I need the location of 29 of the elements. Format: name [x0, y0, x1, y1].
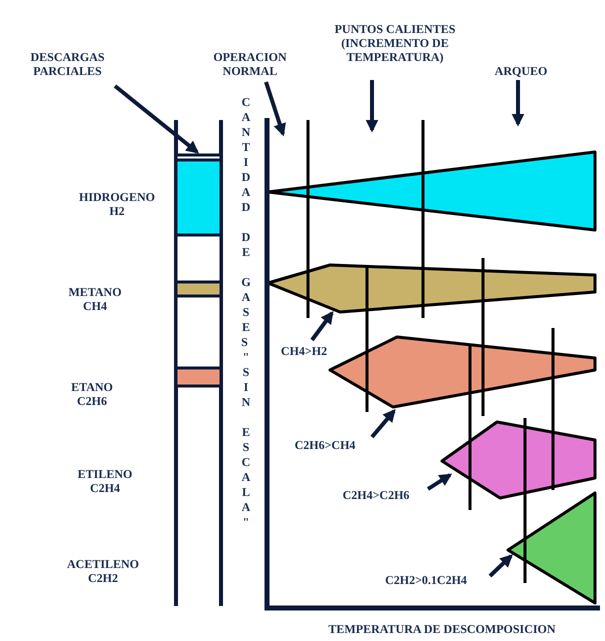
annotation-label: DESCARGAS PARCIALES — [20, 50, 115, 78]
gas-triangle — [266, 150, 596, 232]
arrow — [366, 80, 378, 133]
axis-label: CANTIDAD DE GASES "SIN ESCALA" — [241, 95, 251, 530]
ratio-label: C2H6>CH4 — [280, 438, 370, 452]
gas-label: ACETILENO C2H2 — [66, 557, 140, 585]
axis-label: TEMPERATURA DE DESCOMPOSICION — [327, 622, 557, 636]
leader-arrow — [426, 473, 452, 491]
leader-arrow — [370, 409, 396, 438]
gas-label: ETILENO C2H4 — [76, 467, 134, 495]
leader-arrow — [488, 554, 513, 578]
ratio-label: CH4>H2 — [268, 344, 340, 358]
ratio-label: C2H2>0.1C2H4 — [364, 573, 488, 587]
leader-arrow — [310, 310, 334, 342]
gas-polygon — [440, 420, 596, 500]
gas-label: METANO CH4 — [67, 285, 123, 313]
gas-triangle — [506, 492, 596, 604]
arrow — [512, 80, 524, 127]
ratio-label: C2H4>C2H6 — [326, 488, 426, 502]
gas-polygon — [266, 264, 596, 314]
gas-label: HIDROGENO H2 — [78, 190, 156, 218]
gas-column-drawing — [174, 120, 223, 606]
gas-polygon — [328, 336, 596, 408]
annotation-label: OPERACION NORMAL — [200, 50, 300, 78]
annotation-label: ARQUEO — [490, 64, 552, 78]
arrow — [264, 81, 286, 136]
leader-arrow — [114, 84, 199, 154]
gas-label: ETANO C2H6 — [70, 380, 114, 408]
annotation-label: PUNTOS CALIENTES (INCREMENTO DE TEMPERATURA) — [332, 22, 458, 64]
